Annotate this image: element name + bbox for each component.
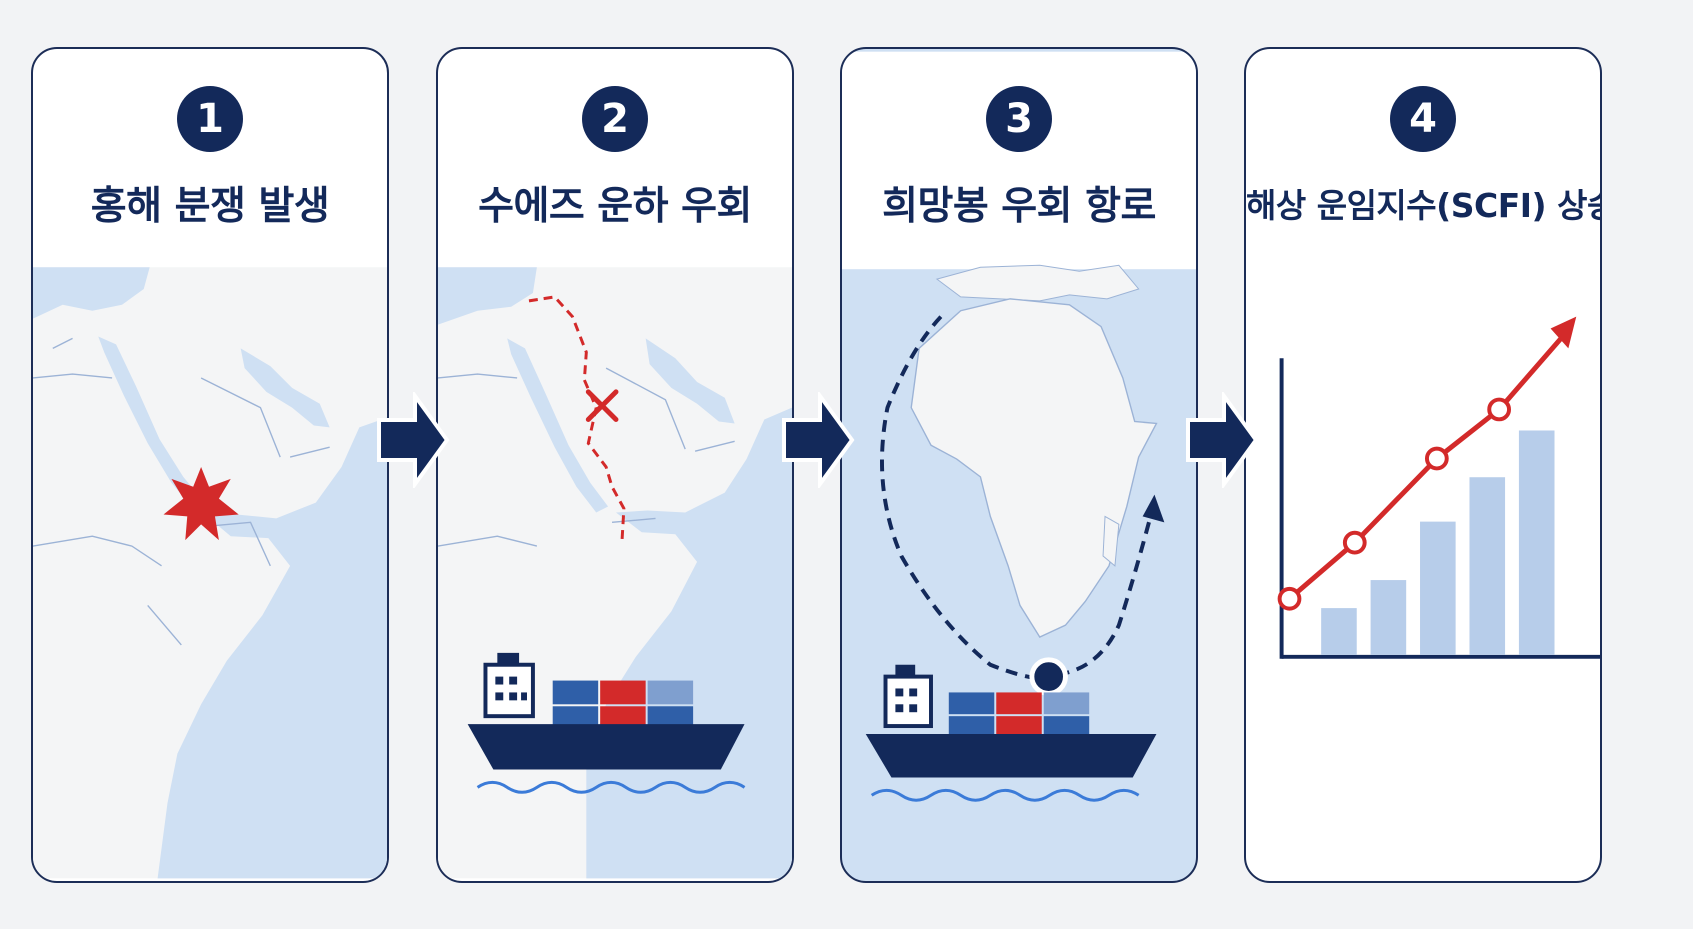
right-arrow-icon (377, 392, 450, 488)
step-number-badge: 3 (986, 86, 1052, 152)
step-title: 해상 운임지수(SCFI) 상승 (1246, 186, 1602, 225)
trend-arrowhead (1550, 316, 1577, 349)
explosion-icon (163, 466, 239, 541)
step-number-badge: 4 (1390, 86, 1456, 152)
step-title: 수에즈 운하 우회 (478, 184, 752, 229)
step-title: 홍해 분쟁 발생 (90, 184, 330, 229)
chart-bar (1370, 580, 1407, 655)
trend-point (1424, 446, 1449, 471)
chart-bar (1469, 477, 1506, 655)
x-mark-icon (585, 389, 619, 422)
right-arrow-icon (1186, 392, 1259, 488)
red-sea-map (33, 267, 387, 879)
step-title: 희망봉 우회 항로 (882, 184, 1156, 229)
chart-bar (1321, 608, 1357, 655)
step-panel-4: 4 해상 운임지수(SCFI) 상승 (1244, 47, 1602, 883)
container-ship-icon (865, 664, 1157, 802)
step-number-badge: 1 (177, 86, 243, 152)
chart-bar (1518, 430, 1555, 655)
right-arrow-icon (782, 392, 855, 488)
container-ship-icon (467, 652, 746, 794)
rising-line-chart-icon (1277, 316, 1600, 659)
trend-point (1342, 530, 1367, 555)
step-panel-1: 1 홍해 분쟁 발생 (31, 47, 389, 883)
step-panel-3: 3 희망봉 우회 항로 (840, 47, 1198, 883)
trend-point (1487, 397, 1512, 422)
step-panel-2: 2 수에즈 운하 우회 (436, 47, 794, 883)
trend-point (1277, 586, 1302, 611)
chart-bar (1420, 521, 1456, 655)
suez-map (438, 267, 792, 879)
step-number-badge: 2 (582, 86, 648, 152)
cape-of-good-hope-map (842, 51, 1196, 802)
